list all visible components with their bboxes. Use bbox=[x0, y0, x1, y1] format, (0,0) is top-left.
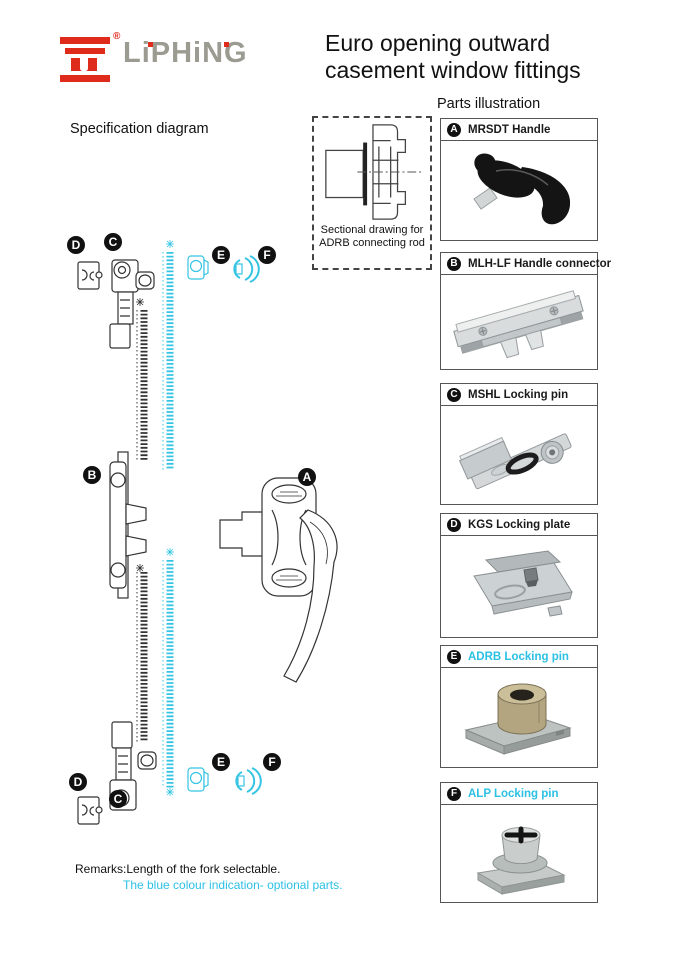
kgs-plate-drawing-top bbox=[77, 261, 103, 290]
part-photo-area bbox=[441, 275, 597, 367]
brand-mark-icon bbox=[60, 37, 110, 82]
part-card-header: D KGS Locking plate bbox=[441, 514, 597, 536]
brand-logo: ® LiPHiNG bbox=[57, 31, 287, 83]
mshl-pin-drawing-top bbox=[109, 259, 139, 349]
kgs-plate-drawing-bottom bbox=[77, 796, 103, 825]
diagram-label-e: E bbox=[212, 246, 230, 264]
part-card-mshl-locking-pin: C MSHL Locking pin bbox=[440, 383, 598, 505]
part-card-mlh-lf-connector: B MLH-LF Handle connector bbox=[440, 252, 611, 370]
part-card-header: C MSHL Locking pin bbox=[441, 384, 597, 406]
part-letter-badge: A bbox=[447, 122, 461, 137]
spec-diagram-heading: Specification diagram bbox=[70, 121, 209, 137]
diagram-label-a: A bbox=[298, 468, 316, 486]
sectional-drawing-box: Sectional drawing for ADRB connecting ro… bbox=[312, 116, 432, 270]
diagram-label-d: D bbox=[69, 773, 87, 791]
mshl-locking-pin-photo bbox=[458, 433, 572, 490]
part-letter-badge: D bbox=[447, 517, 461, 532]
diagram-label-d: D bbox=[67, 236, 85, 254]
sectional-caption-line1: Sectional drawing for bbox=[320, 224, 424, 236]
logo-i-dot bbox=[148, 42, 153, 47]
diagram-label-b: B bbox=[83, 466, 101, 484]
alp-locking-pin-photo bbox=[476, 826, 566, 895]
part-name: MRSDT Handle bbox=[468, 123, 551, 136]
specification-diagram bbox=[77, 240, 338, 825]
page-title-line2: casement window fittings bbox=[325, 57, 581, 83]
mrsdt-handle-photo bbox=[473, 153, 571, 225]
rack-end-marks bbox=[136, 298, 144, 572]
diagram-label-c: C bbox=[109, 790, 127, 808]
part-photo-area bbox=[441, 668, 597, 763]
mlh-lf-connector-photo bbox=[453, 290, 584, 359]
parts-illustration-heading: Parts illustration bbox=[437, 96, 541, 112]
part-photo-area bbox=[441, 536, 597, 634]
adrb-pin-drawing-bottom bbox=[187, 767, 209, 792]
link-drawing-bottom bbox=[137, 751, 157, 770]
alp-pin-drawing-bottom bbox=[235, 767, 262, 795]
link-drawing-top bbox=[135, 271, 155, 290]
part-card-header: E ADRB Locking pin bbox=[441, 646, 597, 668]
alp-pin-drawing-top bbox=[233, 255, 260, 283]
part-card-mrsdt-handle: A MRSDT Handle bbox=[440, 118, 598, 241]
part-name: KGS Locking plate bbox=[468, 518, 571, 531]
mlh-lf-connector-drawing bbox=[109, 451, 147, 599]
sectional-caption-line2: ADRB connecting rod bbox=[319, 237, 425, 249]
diagram-label-e: E bbox=[212, 753, 230, 771]
remarks-line2: The blue colour indication- optional par… bbox=[123, 878, 343, 892]
part-name: MSHL Locking pin bbox=[468, 388, 569, 401]
part-name: ALP Locking pin bbox=[468, 787, 559, 800]
adrb-pin-drawing-top bbox=[187, 255, 209, 280]
diagram-label-f: F bbox=[263, 753, 281, 771]
page-title: Euro opening outward casement window fit… bbox=[325, 30, 581, 84]
sectional-drawing-icon bbox=[325, 124, 423, 220]
connecting-rod-black bbox=[136, 310, 148, 742]
part-letter-badge: E bbox=[447, 649, 461, 664]
part-letter-badge: F bbox=[447, 786, 461, 801]
part-name: MLH-LF Handle connector bbox=[468, 257, 612, 270]
kgs-locking-plate-photo bbox=[473, 550, 573, 617]
part-card-adrb-locking-pin: E ADRB Locking pin bbox=[440, 645, 598, 768]
adrb-locking-pin-photo bbox=[464, 683, 572, 755]
connecting-rod-cyan bbox=[162, 252, 174, 788]
diagram-label-f: F bbox=[258, 246, 276, 264]
logo-i-dot bbox=[224, 42, 229, 47]
part-name: ADRB Locking pin bbox=[468, 650, 569, 663]
part-card-header: F ALP Locking pin bbox=[441, 783, 597, 805]
part-card-kgs-locking-plate: D KGS Locking plate bbox=[440, 513, 598, 638]
part-card-header: A MRSDT Handle bbox=[441, 119, 597, 141]
part-photo-area bbox=[441, 805, 597, 899]
part-letter-badge: B bbox=[447, 256, 461, 271]
diagram-label-c: C bbox=[104, 233, 122, 251]
part-photo-area bbox=[441, 406, 597, 501]
part-photo-area bbox=[441, 141, 597, 236]
registered-mark: ® bbox=[113, 31, 121, 42]
remarks-line1: Remarks:Length of the fork selectable. bbox=[75, 862, 281, 876]
part-letter-badge: C bbox=[447, 387, 461, 402]
page-title-line1: Euro opening outward bbox=[325, 30, 551, 56]
mrsdt-handle-drawing bbox=[219, 477, 338, 683]
part-card-alp-locking-pin: F ALP Locking pin bbox=[440, 782, 598, 903]
part-card-header: B MLH-LF Handle connector bbox=[441, 253, 611, 275]
rack-end-marks-cyan bbox=[166, 240, 174, 796]
